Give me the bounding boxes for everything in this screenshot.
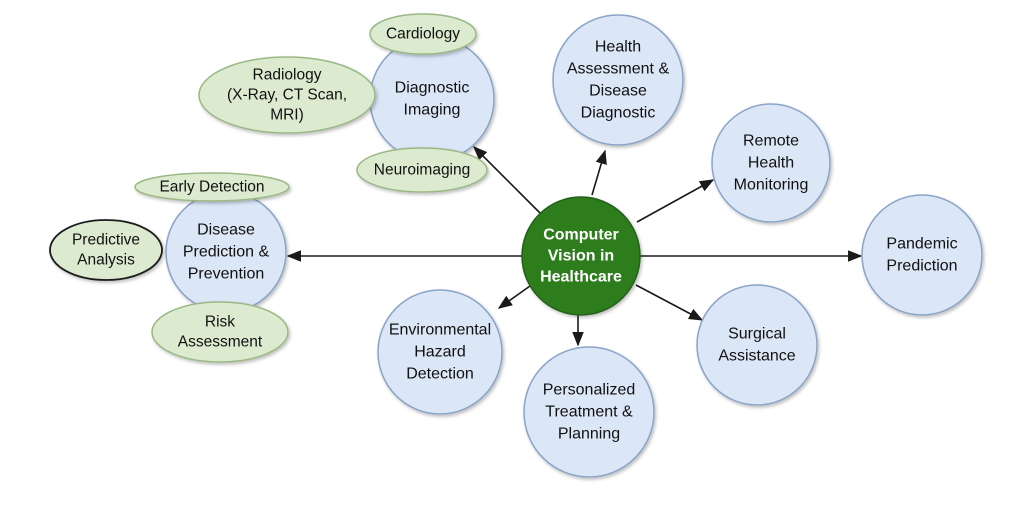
node-remote-monitoring-label-line: Remote (743, 133, 799, 150)
arrows-layer (286, 145, 863, 347)
center-node-label-line: Computer (543, 227, 619, 244)
node-health-assessment-label-line: Health (595, 39, 641, 56)
node-remote-monitoring-shape (711, 103, 831, 223)
leaf-cardiology-shape (369, 13, 477, 55)
leaf-early-detection: Early Detection (134, 172, 290, 202)
node-health-assessment-label-line: Diagnostic (581, 105, 656, 122)
node-personalized-treatment-label-line: Treatment & (545, 404, 633, 421)
node-surgical-assistance-label-line: Surgical (728, 326, 786, 343)
leaf-cardiology-label-line: Cardiology (386, 26, 460, 43)
leaf-radiology-label-line: Radiology (253, 67, 322, 84)
node-diagnostic-imaging-shape (369, 36, 495, 162)
node-personalized-treatment-label-line: Planning (558, 426, 620, 443)
node-health-assessment-shape (552, 14, 684, 146)
leaf-predictive-analysis-shape (49, 219, 163, 281)
leaf-risk-assessment-shape (151, 301, 289, 363)
node-pandemic-prediction-label-line: Pandemic (886, 236, 957, 253)
node-disease-prediction-label-line: Prevention (188, 266, 265, 283)
node-environmental-hazard-shape (377, 289, 503, 415)
leaf-neuroimaging: Neuroimaging (356, 147, 488, 193)
node-surgical-assistance-label-line: Assistance (718, 348, 795, 365)
leaf-radiology-label-line: (X-Ray, CT Scan, (227, 87, 347, 104)
leaf-early-detection-label-line: Early Detection (159, 179, 264, 196)
leaf-neuroimaging-label-line: Neuroimaging (374, 162, 471, 179)
node-personalized-treatment-shape (523, 346, 655, 478)
node-environmental-hazard-label-line: Environmental (389, 322, 491, 339)
leaf-predictive-analysis-label-line: Analysis (77, 252, 135, 269)
node-diagnostic-imaging-label-line: Imaging (404, 102, 461, 119)
node-health-assessment-label-line: Assessment & (567, 61, 670, 78)
node-health-assessment-label-line: Disease (589, 83, 647, 100)
arrow-to-health-assessment (591, 149, 607, 196)
leaf-early-detection-shape (134, 172, 290, 202)
node-disease-prediction-label-line: Prediction & (183, 244, 270, 261)
node-remote-monitoring-label-line: Health (748, 155, 794, 172)
arrow-to-diagnostic-imaging (472, 145, 541, 214)
node-surgical-assistance-shape (696, 284, 818, 406)
node-personalized-treatment-label-line: Personalized (543, 382, 636, 399)
node-pandemic-prediction-shape (861, 194, 983, 316)
node-remote-monitoring-label-line: Monitoring (734, 177, 809, 194)
leaf-risk-assessment-label-line: Assessment (178, 334, 263, 351)
leaf-neuroimaging-shape (356, 147, 488, 193)
arrow-to-environmental-hazard (497, 285, 531, 309)
leaf-predictive-analysis-label-line: Predictive (72, 232, 140, 249)
arrow-to-surgical-assistance (635, 284, 704, 321)
node-disease-prediction-label-line: Disease (197, 222, 255, 239)
node-pandemic-prediction-label-line: Prediction (886, 258, 957, 275)
leaf-radiology-shape (198, 56, 376, 134)
center-node-label-line: Healthcare (540, 269, 622, 286)
leaf-radiology: Radiology (X-Ray, CT Scan, MRI) (198, 56, 376, 134)
leaf-radiology-label-line: MRI) (270, 107, 304, 124)
leaf-risk-assessment-label-line: Risk (205, 314, 235, 331)
node-environmental-hazard-label-line: Hazard (414, 344, 466, 361)
arrow-to-remote-monitoring (636, 179, 715, 223)
center-node-label-line: Vision in (548, 248, 614, 265)
center-node-shape (521, 196, 641, 316)
leaf-cardiology: Cardiology (369, 13, 477, 55)
node-environmental-hazard-label-line: Detection (406, 366, 474, 383)
node-diagnostic-imaging-label-line: Diagnostic (395, 80, 470, 97)
